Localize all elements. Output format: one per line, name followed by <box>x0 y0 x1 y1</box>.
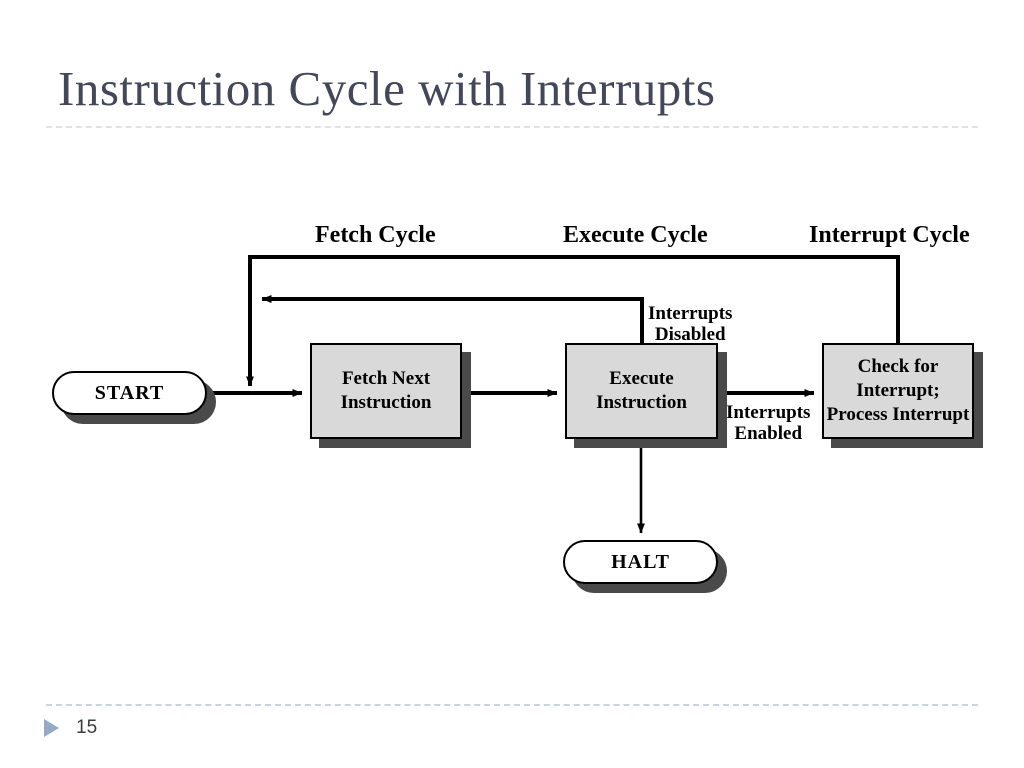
node-fetch-next-instruction[interactable]: Fetch Next Instruction <box>310 343 462 439</box>
triangle-right-icon <box>44 719 59 737</box>
cycle-label-fetch: Fetch Cycle <box>315 222 436 248</box>
footer-divider <box>46 704 978 706</box>
edge-check-interrupt-to-fetch <box>246 255 900 387</box>
edge-label-interrupts-enabled-line1: Interrupts <box>726 402 811 423</box>
edge-label-interrupts-enabled-line2: Enabled <box>734 423 803 444</box>
node-check-interrupt-line1: Check for <box>857 356 939 377</box>
node-fetch-next-line2: Instruction <box>340 392 432 413</box>
node-check-interrupt-line2: Interrupt; <box>856 380 940 401</box>
edge-label-interrupts-enabled: Interrupts Enabled <box>726 402 810 444</box>
edge-execute-to-fetch-disabled <box>261 295 644 343</box>
cycle-label-interrupt: Interrupt Cycle <box>809 222 970 248</box>
edge-label-interrupts-disabled: Interrupts Disabled <box>648 303 732 345</box>
title-divider <box>46 126 978 128</box>
node-execute-line2: Instruction <box>596 392 687 413</box>
slide-number: 15 <box>76 717 98 738</box>
node-start[interactable]: START <box>52 371 207 415</box>
node-check-for-interrupt-label: Check for Interrupt; Process Interrupt <box>827 355 970 427</box>
edge-label-interrupts-disabled-line1: Interrupts <box>648 303 733 324</box>
node-check-for-interrupt[interactable]: Check for Interrupt; Process Interrupt <box>822 343 974 439</box>
cycle-label-execute: Execute Cycle <box>563 222 708 248</box>
node-fetch-next-instruction-label: Fetch Next Instruction <box>341 367 432 415</box>
node-start-label: START <box>94 381 165 404</box>
node-halt[interactable]: HALT <box>563 540 718 584</box>
edge-label-interrupts-disabled-line2: Disabled <box>654 324 726 345</box>
node-fetch-next-line1: Fetch Next <box>341 368 431 389</box>
node-execute-instruction[interactable]: Execute Instruction <box>565 343 718 439</box>
node-halt-label: HALT <box>611 550 670 573</box>
node-execute-instruction-label: Execute Instruction <box>596 367 687 415</box>
node-check-interrupt-line3: Process Interrupt <box>826 404 970 425</box>
node-execute-line1: Execute <box>609 368 674 389</box>
page-title: Instruction Cycle with Interrupts <box>58 61 716 116</box>
